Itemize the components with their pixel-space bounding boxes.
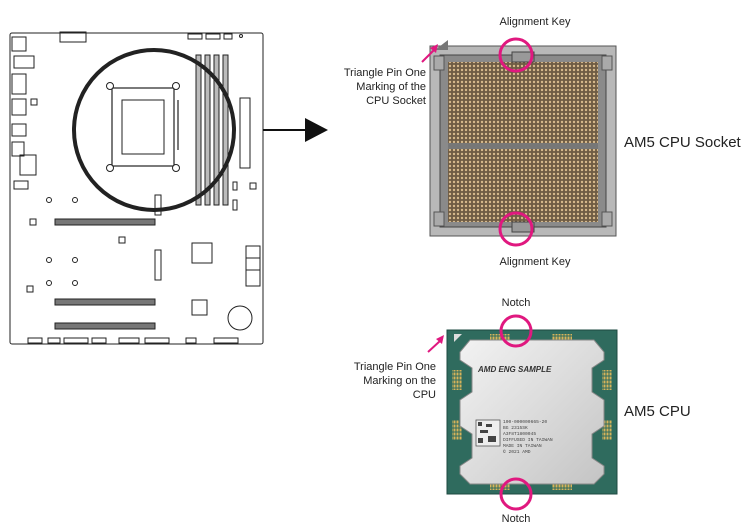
cpu-print-line: DIFFUSED IN TAIWAN — [503, 437, 553, 443]
label-socket-triangle-3: CPU Socket — [366, 95, 426, 107]
label-cpu-triangle-3: CPU — [412, 389, 436, 401]
alignment-key-top-marker — [498, 37, 534, 73]
pointer-arrow — [263, 118, 328, 142]
label-alignment-key-top: Alignment Key — [499, 16, 571, 28]
label-socket-triangle-2: Marking of the — [356, 81, 426, 93]
label-cpu-triangle-2: Marking on the — [363, 375, 436, 387]
cpu-print-line: BG 2315SK — [503, 425, 528, 431]
label-socket-triangle-1: Triangle Pin One — [343, 67, 426, 79]
motherboard-outline — [9, 31, 264, 345]
board-socket-highlight — [72, 48, 236, 212]
socket-triangle-pointer — [421, 44, 438, 63]
label-alignment-key-bottom: Alignment Key — [499, 256, 571, 268]
label-notch-top: Notch — [501, 297, 531, 309]
cpu-print-line: © 2021 AMD — [503, 448, 531, 455]
cpu-triangle-pointer — [427, 335, 444, 353]
notch-top-marker — [499, 314, 533, 348]
label-cpu-triangle-1: Triangle Pin One — [353, 361, 436, 373]
cpu-brand-print: AMD ENG SAMPLE — [477, 365, 552, 374]
label-am5-cpu-socket: AM5 CPU Socket — [624, 134, 741, 151]
cpu-print-line: MADE IN TAIWAN — [503, 443, 542, 449]
am5-socket — [429, 40, 617, 237]
alignment-key-bottom-marker — [498, 211, 534, 247]
label-am5-cpu: AM5 CPU — [624, 403, 691, 420]
label-notch-bottom: Notch — [501, 513, 531, 525]
cpu-print-line: 100-000000665-20 — [503, 419, 547, 425]
notch-bottom-marker — [499, 477, 533, 511]
cpu-print-line: A3F8T1800045 — [503, 431, 536, 437]
am5-cpu — [446, 329, 618, 495]
